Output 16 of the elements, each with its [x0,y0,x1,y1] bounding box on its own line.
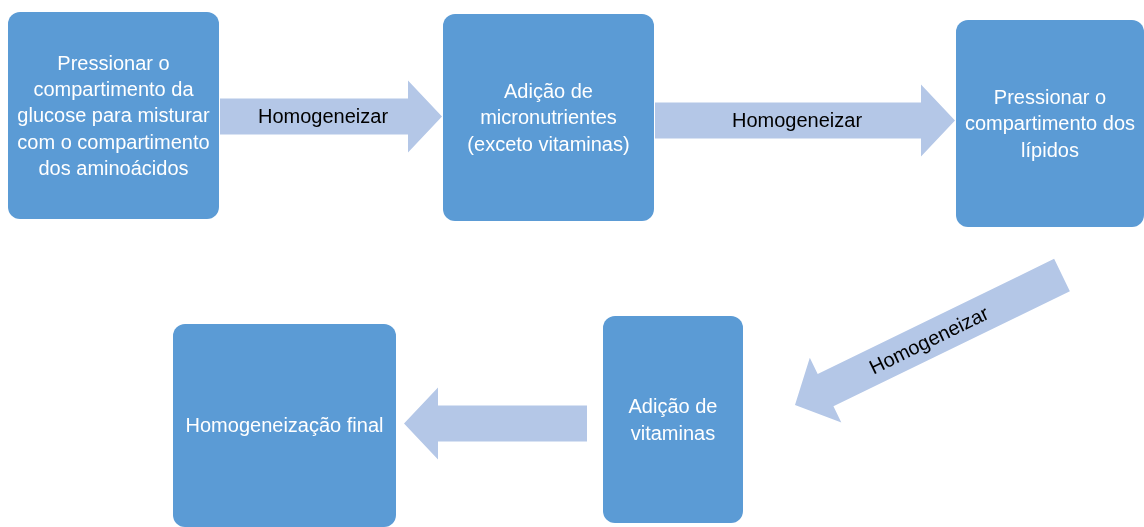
box-text: Pressionar o compartimento da glucose para misturar com o compartimento dos aminoácidos [16,50,211,182]
box-text: Adição de micronutrientes (exceto vitaminas) [466,78,631,157]
process-box [956,20,1144,227]
process-box [173,324,396,527]
edge-label: Homogeneizar [732,109,863,132]
process-box [443,14,654,221]
edge-label: Homogeneizar [258,105,389,128]
block-arrow [220,80,442,153]
process-box [603,316,743,523]
box-text: Pressionar o compartimento dos lípidos [963,84,1137,163]
process-box [8,12,219,219]
box-text: Adição de vitaminas [627,394,719,446]
block-arrow [655,84,955,157]
box-text: Homogeneização final [185,413,384,439]
block-arrow [404,387,587,460]
block-arrow [795,258,1070,423]
